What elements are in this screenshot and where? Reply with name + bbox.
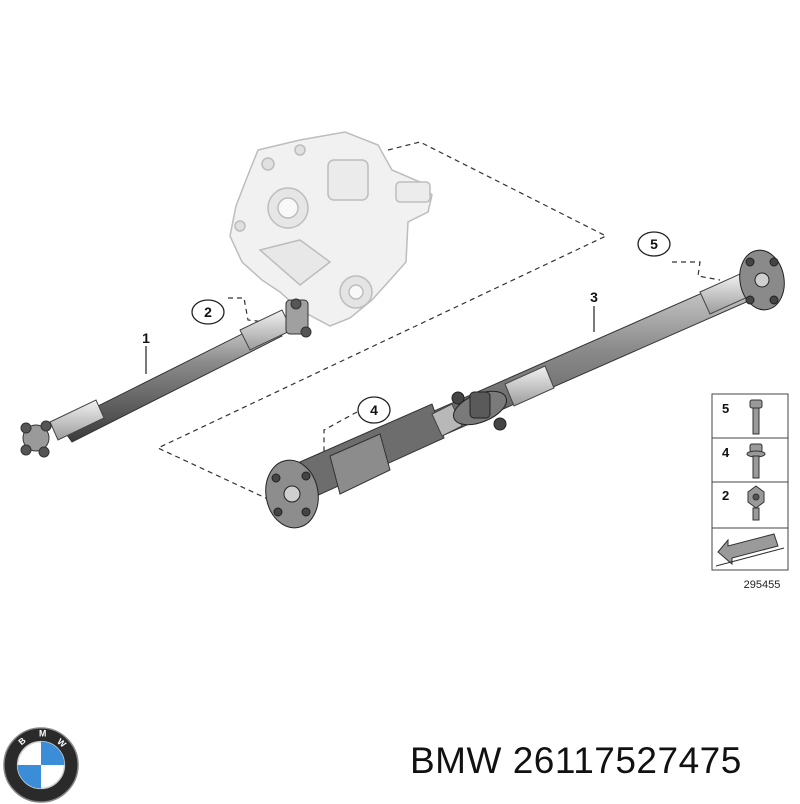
callout-4: 4 (357, 396, 391, 424)
callout-3-label: 3 (590, 289, 598, 305)
legend-item-5-label: 5 (722, 401, 729, 416)
rear-propeller-shaft (265, 249, 785, 529)
callout-5-label: 5 (650, 236, 658, 252)
center-bearing (451, 390, 507, 431)
fastener-legend: 5 4 2 295455 (711, 393, 789, 591)
bolt-icon (749, 399, 763, 435)
part-title: BMW 26117527475 (410, 740, 742, 781)
callout-3: 3 (590, 289, 598, 332)
svg-text:B: B (16, 735, 27, 747)
flange-bolt-icon (746, 443, 766, 479)
rear-shaft-front-flange (265, 459, 319, 529)
rear-shaft-rear-flange (739, 249, 785, 311)
callout-4-label: 4 (370, 402, 378, 418)
svg-text:M: M (39, 729, 46, 739)
callout-1-label: 1 (142, 330, 150, 346)
legend-item-2-label: 2 (722, 488, 729, 503)
bmw-roundel-icon: B M W (3, 727, 79, 803)
callout-5: 5 (637, 231, 671, 257)
legend-item-4-label: 4 (722, 445, 730, 460)
callout-1: 1 (142, 330, 150, 374)
nut-icon (747, 485, 765, 521)
front-flange (20, 420, 52, 458)
reference-number: 295455 (744, 579, 781, 591)
callout-2: 2 (191, 299, 225, 325)
rear-yoke (285, 298, 312, 338)
direction-arrow-icon (715, 533, 785, 567)
transfer-case-drawing (229, 131, 433, 327)
front-propeller-shaft (20, 298, 312, 458)
callout-2-label: 2 (204, 304, 212, 320)
